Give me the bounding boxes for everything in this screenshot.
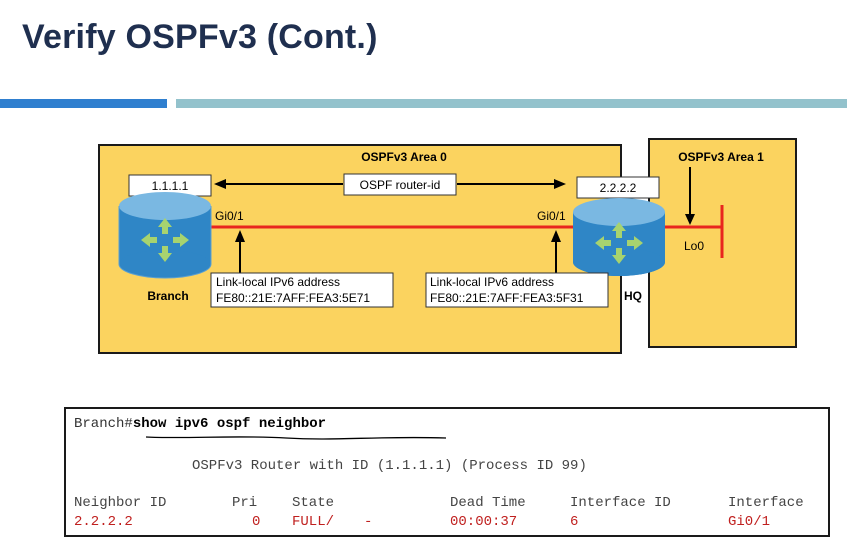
title-divider-bar: [176, 99, 847, 108]
row-neighbor-id: 2.2.2.2: [74, 514, 133, 530]
area1-label: OSPFv3 Area 1: [678, 150, 764, 164]
title-accent-bar: [0, 99, 167, 108]
col-state: State: [292, 495, 335, 511]
row-pri: 0: [252, 514, 261, 530]
command-underline-scribble: [146, 436, 446, 440]
router-id-caption-box: [343, 173, 457, 196]
cli-router-line: OSPFv3 Router with ID (1.1.1.1) (Process…: [192, 458, 587, 474]
hq-router-id: 2.2.2.2: [600, 181, 637, 195]
hq-interface-label: Gi0/1: [537, 209, 566, 223]
branch-label: Branch: [147, 289, 188, 303]
row-state: FULL/: [292, 514, 335, 530]
hq-ll-address: FE80::21E:7AFF:FEA3:5F31: [430, 291, 584, 305]
branch-interface-label: Gi0/1: [215, 209, 244, 223]
row-dead-time: 00:00:37: [450, 514, 518, 530]
hq-router-icon: [573, 198, 665, 276]
col-pri: Pri: [232, 495, 258, 511]
branch-ll-label: Link-local IPv6 address: [216, 275, 340, 289]
ospf-topology-diagram: OSPFv3 Area 0 OSPFv3 Area 1 1.1.1.1 2.2.…: [98, 138, 797, 354]
cli-prompt: Branch#: [74, 416, 133, 432]
branch-ll-arrowhead: [235, 230, 245, 242]
row-interface: Gi0/1: [728, 514, 771, 530]
branch-ll-address: FE80::21E:7AFF:FEA3:5E71: [216, 291, 370, 305]
col-neighbor-id: Neighbor ID: [74, 495, 167, 511]
col-interface: Interface: [728, 495, 804, 511]
row-state-suffix: -: [364, 514, 373, 530]
branch-router-id: 1.1.1.1: [152, 179, 189, 193]
branch-ll-box: [210, 272, 394, 308]
hq-label: HQ: [624, 289, 642, 303]
area1-arrowhead: [685, 214, 695, 225]
loopback-label: Lo0: [684, 239, 704, 253]
router-id-arrowhead-right: [554, 179, 566, 189]
hq-router-id-box: [576, 176, 660, 199]
area0-label: OSPFv3 Area 0: [361, 150, 447, 164]
cli-command: show ipv6 ospf neighbor: [132, 416, 327, 432]
hq-ll-arrowhead: [551, 230, 561, 242]
row-interface-id: 6: [570, 514, 579, 530]
cli-command-line: Branch#show ipv6 ospf neighbor: [74, 416, 326, 432]
cli-output-panel: Branch#show ipv6 ospf neighbor OSPFv3 Ro…: [64, 407, 830, 537]
hq-ll-box: [425, 272, 609, 308]
hq-ll-label: Link-local IPv6 address: [430, 275, 554, 289]
slide-title: Verify OSPFv3 (Cont.): [22, 18, 378, 56]
router-id-caption: OSPF router-id: [360, 178, 441, 192]
col-dead-time: Dead Time: [450, 495, 526, 511]
col-interface-id: Interface ID: [570, 495, 671, 511]
branch-router-icon: [118, 192, 212, 279]
router-id-arrowhead-left: [214, 179, 226, 189]
